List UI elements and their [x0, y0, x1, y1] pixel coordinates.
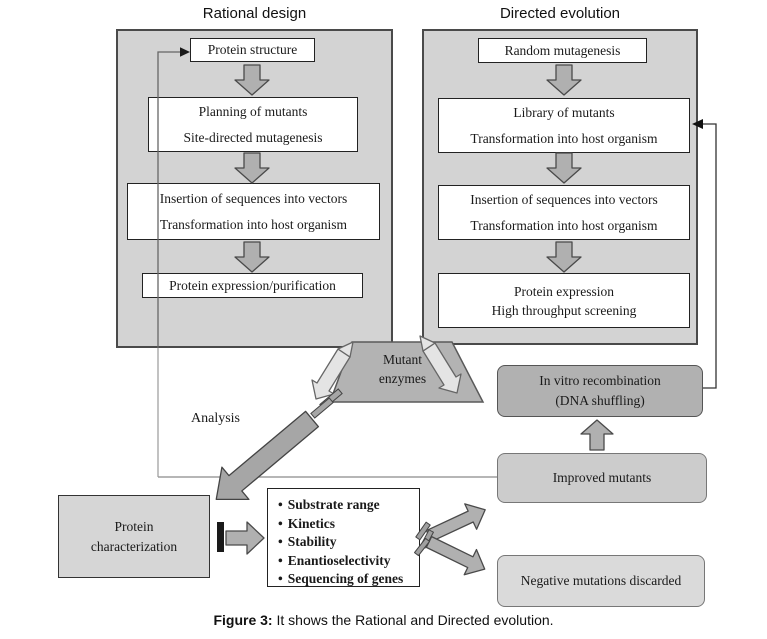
break-mark-icon [310, 397, 334, 419]
rational-design-title: Rational design [202, 5, 307, 22]
box-library-of-mutants: Library of mutants Transformation into h… [438, 98, 690, 153]
box-analysis-criteria: •Substrate range •Kinetics •Stability •E… [267, 488, 420, 587]
list-item: •Stability [278, 534, 337, 549]
knot-mark-icon [420, 529, 434, 549]
break-mark-icon [319, 388, 343, 410]
up-arrow-icon [580, 419, 614, 451]
list-item: •Sequencing of genes [278, 571, 404, 586]
mutant-enzymes-label: Mutant enzymes [378, 352, 427, 386]
down-right-arrow-icon [422, 528, 492, 583]
box-insertion-rational: Insertion of sequences into vectors Tran… [127, 183, 380, 240]
figure-caption-label: Figure 3: [213, 612, 273, 628]
box-protein-characterization: Protein characterization [58, 495, 210, 578]
right-arrow-icon [225, 521, 265, 555]
arrow-tail-bar-icon [217, 522, 224, 552]
figure-caption-text: It shows the Rational and Directed evolu… [272, 612, 554, 628]
list-item: •Substrate range [278, 497, 380, 512]
figure-caption: Figure 3: It shows the Rational and Dire… [0, 612, 767, 628]
box-protein-structure: Protein structure [190, 38, 315, 62]
split-arrows [413, 496, 492, 583]
up-right-arrow-icon [422, 496, 492, 550]
directed-evolution-title: Directed evolution [499, 5, 621, 22]
box-improved-mutants: Improved mutants [497, 453, 707, 503]
characterization-arrow [217, 521, 265, 555]
list-item: •Enantioselectivity [278, 552, 391, 568]
analysis-label: Analysis [191, 411, 240, 426]
list-item: •Kinetics [278, 515, 335, 531]
box-protein-expression-purification: Protein expression/purification [142, 273, 363, 298]
box-protein-expression-screening: Protein expression High throughput scree… [438, 273, 690, 328]
box-insertion-directed: Insertion of sequences into vectors Tran… [438, 185, 690, 240]
box-random-mutagenesis: Random mutagenesis [478, 38, 647, 63]
box-negative-mutations: Negative mutations discarded [497, 555, 705, 607]
box-in-vitro-recombination: In vitro recombination (DNA shuffling) [497, 365, 703, 417]
box-planning-of-mutants: Planning of mutants Site-directed mutage… [148, 97, 358, 152]
